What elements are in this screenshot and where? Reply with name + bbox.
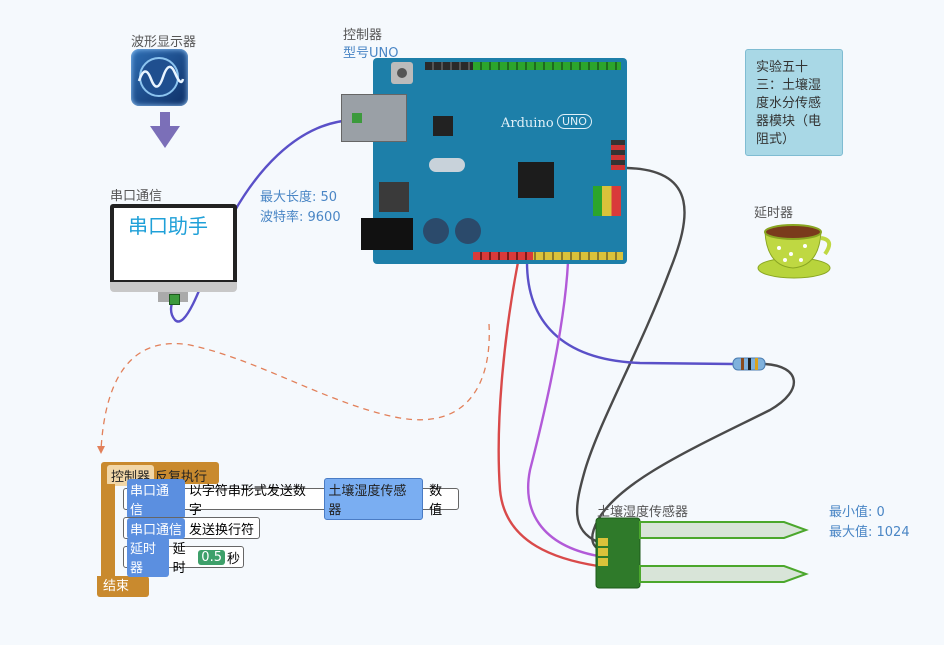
end-block[interactable]: 结束	[97, 576, 149, 597]
block-serial-newline[interactable]: 串口通信 发送换行符	[123, 517, 260, 539]
controller-loop-body	[101, 484, 115, 576]
sensor-max: 最大值: 1024	[829, 525, 910, 540]
voltage-regulator	[379, 182, 409, 212]
controller-label: 控制器	[343, 28, 383, 43]
analog-header[interactable]	[473, 252, 623, 260]
capacitor-1	[423, 218, 449, 244]
board-title: Arduino	[501, 116, 554, 131]
serial-screen-text: 串口助手	[128, 214, 208, 238]
icsp-header[interactable]	[611, 140, 625, 170]
wire-5v	[497, 261, 599, 568]
serial-label: 串口通信	[110, 189, 163, 204]
board-uno-badge: UNO	[557, 114, 592, 129]
capacitor-2	[455, 218, 481, 244]
wire-analog	[527, 261, 599, 558]
usb-chip	[433, 116, 453, 136]
resistor	[732, 357, 766, 371]
experiment-note: 实验五十三：土壤湿度水分传感器模块（电阻式）	[745, 49, 843, 156]
row3-value[interactable]: 0.5	[198, 549, 225, 565]
arduino-board[interactable]: Arduino UNO	[341, 58, 627, 264]
atmega-chip	[518, 162, 554, 198]
controller-loop-block[interactable]: 控制器 反复执行	[101, 462, 219, 486]
wire-icsp-sensor	[575, 166, 686, 544]
wire-gnd-resistor	[525, 261, 734, 366]
delay-label: 延时器	[754, 206, 794, 221]
row1-module: 串口通信	[127, 479, 185, 519]
waveform-icon	[137, 57, 185, 97]
oscilloscope-label: 波形显示器	[131, 35, 197, 50]
flow-arrowhead	[97, 446, 105, 454]
block-serial-send-number[interactable]: 串口通信 以字符串形式发送数字 土壤湿度传感器 数值	[123, 478, 459, 520]
led-array	[593, 186, 621, 216]
max-length-label: 最大长度: 50	[260, 190, 338, 205]
wire-resistor-sensor	[591, 362, 795, 552]
flow-dashed-arrow	[100, 323, 490, 451]
sensor-min: 最小值: 0	[829, 505, 885, 520]
power-jack[interactable]	[361, 218, 413, 250]
monitor-chin	[110, 282, 237, 292]
experiment-note-text: 实验五十三：土壤湿度水分传感器模块（电阻式）	[756, 60, 822, 147]
row1-arg[interactable]: 土壤湿度传感器	[324, 478, 424, 520]
digital-pins[interactable]	[473, 62, 621, 70]
controller-model: 型号UNO	[343, 46, 399, 61]
baud-rate-label: 波特率: 9600	[260, 210, 341, 225]
row3-unit: 秒	[226, 551, 240, 567]
row1-action: 以字符串形式发送数字	[188, 484, 306, 518]
row2-action: 发送换行符	[189, 522, 255, 538]
crystal	[429, 158, 465, 172]
row3-module: 延时器	[127, 537, 169, 577]
usb-port[interactable]	[341, 94, 407, 142]
down-arrow-icon	[150, 112, 180, 148]
row1-suffix: 数值	[429, 484, 443, 518]
sensor-label: 土壤湿度传感器	[597, 505, 689, 520]
row3-action: 延时	[172, 542, 186, 576]
reset-button[interactable]	[391, 62, 413, 84]
block-delay[interactable]: 延时器 延时 0.5 秒	[123, 537, 244, 577]
serial-monitor[interactable]: 串口助手	[110, 204, 237, 288]
power-header[interactable]	[473, 252, 533, 260]
soil-moisture-sensor[interactable]	[594, 516, 810, 590]
row2-module: 串口通信	[127, 517, 186, 539]
oscilloscope-icon[interactable]	[131, 49, 188, 106]
serial-port[interactable]	[169, 294, 180, 305]
teacup-icon[interactable]	[755, 218, 833, 284]
